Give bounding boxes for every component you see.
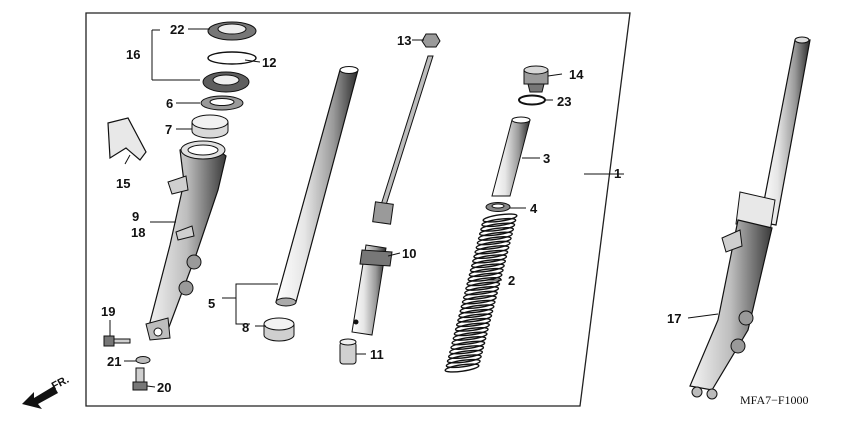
spring-coil (457, 313, 493, 323)
spring-coil (465, 281, 501, 291)
spring-coil (482, 213, 518, 223)
callout-19: 19 (101, 304, 115, 319)
callout-1: 1 (614, 166, 621, 181)
part-slider-bushing (263, 317, 295, 342)
exploded-view-frame (85, 12, 631, 407)
spring-coil (472, 254, 508, 264)
part-o-ring (518, 94, 546, 106)
callout-18: 18 (131, 225, 145, 240)
callout-10: 10 (402, 246, 416, 261)
part-damper-rod (351, 55, 434, 336)
spring-coil (450, 340, 486, 350)
part-oil-seal-stack (191, 21, 257, 139)
spring-coil (462, 290, 498, 300)
part-nut (421, 33, 441, 48)
diagram-code: MFA7−F1000 (740, 393, 809, 407)
callout-3: 3 (543, 151, 550, 166)
spring-coil (458, 308, 494, 319)
callout-13: 13 (397, 33, 411, 48)
front-direction-indicator: FR. (22, 374, 71, 409)
part-fork-spring (444, 213, 518, 373)
part-fork-bolt (523, 65, 549, 93)
callout-21: 21 (107, 354, 121, 369)
callout-7: 7 (165, 122, 172, 137)
spring-coil (468, 267, 504, 278)
front-arrow-icon (22, 386, 58, 409)
spring-coil (476, 236, 512, 246)
part-spring-seat (485, 202, 511, 212)
part-small-hardware (103, 335, 151, 391)
spring-coil (455, 317, 492, 328)
spring-coil (480, 222, 516, 232)
callout-4: 4 (530, 201, 538, 216)
spring-coil (446, 354, 482, 364)
spring-coil (459, 304, 495, 314)
spring-coil (447, 349, 484, 360)
spring-coil (444, 363, 480, 373)
callout-9: 9 (132, 209, 139, 224)
spring-coil (466, 276, 502, 287)
spring-coil (473, 249, 509, 260)
callout-2: 2 (508, 273, 515, 288)
part-spacer (491, 116, 531, 197)
spring-coil (460, 299, 496, 310)
callout-20: 20 (157, 380, 171, 395)
callout-8: 8 (242, 320, 249, 335)
callout-11: 11 (370, 347, 384, 362)
callout-23: 23 (557, 94, 571, 109)
spring-coil (445, 358, 481, 369)
leader-lines (109, 28, 719, 388)
part-oil-lock-piece (339, 338, 357, 365)
part-fork-tube (275, 66, 359, 307)
callout-14: 14 (569, 67, 584, 82)
spring-coil (470, 258, 507, 269)
callout-6: 6 (166, 96, 173, 111)
spring-coil (451, 336, 487, 346)
callout-22: 22 (170, 22, 184, 37)
spring-coil (461, 295, 497, 305)
callout-labels: 22 16 12 6 7 15 9 18 5 8 19 21 20 13 10 … (101, 22, 681, 395)
spring-coil (454, 322, 490, 332)
spring-coil (464, 286, 500, 296)
callout-16: 16 (126, 47, 140, 62)
spring-coil (469, 263, 505, 273)
callout-17: 17 (667, 311, 681, 326)
spring-coil (481, 217, 517, 228)
spring-coil (449, 345, 485, 355)
spring-coil (452, 331, 488, 341)
spring-coil (474, 245, 510, 255)
callout-5: 5 (208, 296, 215, 311)
spring-coil (475, 240, 511, 250)
part-assembled-fork (689, 36, 811, 400)
part-fork-slider (145, 140, 227, 341)
callout-12: 12 (262, 55, 276, 70)
part-fork-guard (107, 117, 147, 161)
spring-coil (477, 231, 513, 241)
spring-coil (478, 226, 515, 237)
spring-coil (467, 272, 503, 282)
front-label: FR. (50, 374, 71, 393)
spring-coil (453, 326, 489, 337)
callout-15: 15 (116, 176, 130, 191)
